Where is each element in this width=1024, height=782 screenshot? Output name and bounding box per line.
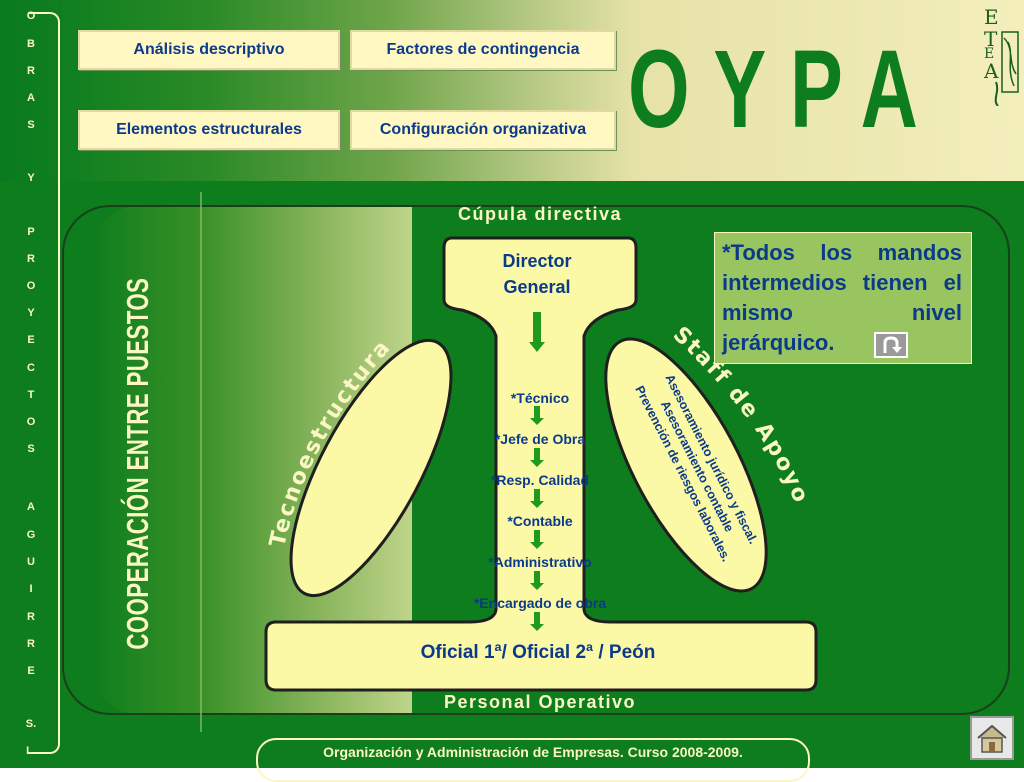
director-title: Director General: [460, 248, 614, 300]
operativo-label: Personal Operativo: [443, 692, 637, 712]
director-block: [264, 236, 818, 692]
footer-text: Organización y Administración de Empresa…: [323, 744, 743, 760]
etea-logo-letter: A: [983, 59, 999, 83]
company-letter: Y: [27, 172, 35, 184]
base-roles: Oficial 1ª/ Oficial 2ª / Peón: [420, 642, 656, 663]
role-item: *Resp. Calidad: [490, 472, 590, 488]
etea-logo-letter: T: [984, 27, 998, 51]
note-text: *Todos los mandos intermedios tienen el …: [722, 240, 962, 355]
left-panel-divider: [200, 192, 202, 732]
company-letter: I: [29, 583, 33, 595]
down-arrow-icon: [530, 612, 544, 631]
down-arrow-icon: [530, 489, 544, 508]
down-arrow-icon: [530, 448, 544, 467]
down-arrow-icon: [530, 530, 544, 549]
tecnoestructura-ellipse: [289, 338, 453, 598]
staff-ellipse: [604, 337, 768, 593]
etea-logo: E T E A: [983, 5, 1019, 106]
company-letter: E: [27, 665, 35, 677]
nav-analisis-button[interactable]: Análisis descriptivo: [78, 30, 340, 70]
sidebar-bracket: [28, 12, 60, 754]
company-letter: R: [27, 253, 35, 265]
director-line: General: [503, 277, 571, 297]
company-letter: A: [27, 92, 35, 104]
company-letter: R: [27, 638, 35, 650]
etea-logo-letter: E: [984, 5, 999, 29]
role-item: *Contable: [507, 513, 573, 529]
house-icon: [977, 724, 1007, 753]
company-letter: S.: [25, 718, 37, 730]
brand-title: OYPA: [628, 28, 942, 151]
note-box: [714, 232, 972, 364]
sidebar-divider: [58, 0, 62, 768]
down-arrow-icon: [529, 312, 545, 352]
nav-elementos-button[interactable]: Elementos estructurales: [78, 110, 340, 150]
role-item: *Encargado de obra: [473, 595, 607, 611]
down-arrow-icon: [530, 406, 544, 425]
company-letter: U: [27, 556, 35, 568]
cupula-label: Cúpula directiva: [457, 204, 623, 224]
header-divider: [62, 181, 1024, 183]
company-letter: E: [27, 334, 35, 346]
director-line: Director: [502, 251, 572, 271]
u-turn-arrow-icon: [883, 336, 902, 353]
company-letter: R: [27, 65, 35, 77]
company-letter: G: [26, 529, 36, 541]
role-item: *Técnico: [510, 390, 570, 406]
role-item: *Jefe de Obra: [494, 431, 586, 447]
down-arrow-icon: [530, 571, 544, 590]
company-letter: B: [27, 38, 35, 50]
nav-factores-button[interactable]: Factores de contingencia: [350, 30, 616, 70]
diagram-frame: [62, 205, 1010, 715]
back-button[interactable]: [874, 332, 908, 358]
company-letter: P: [27, 226, 35, 238]
nav-configuracion-button[interactable]: Configuración organizativa: [350, 110, 616, 150]
company-letter: Y: [27, 307, 35, 319]
etea-logo-letter: E: [984, 46, 994, 62]
company-letter: C: [27, 362, 35, 374]
company-letter: S: [27, 119, 35, 131]
company-letter: A: [27, 501, 35, 513]
company-letter: O: [26, 280, 36, 292]
home-button[interactable]: [970, 716, 1014, 760]
company-letter: R: [27, 611, 35, 623]
role-item: *Administrativo: [488, 554, 592, 570]
company-letter: S: [27, 443, 35, 455]
company-letter: O: [26, 416, 36, 428]
company-letter: T: [27, 389, 35, 401]
